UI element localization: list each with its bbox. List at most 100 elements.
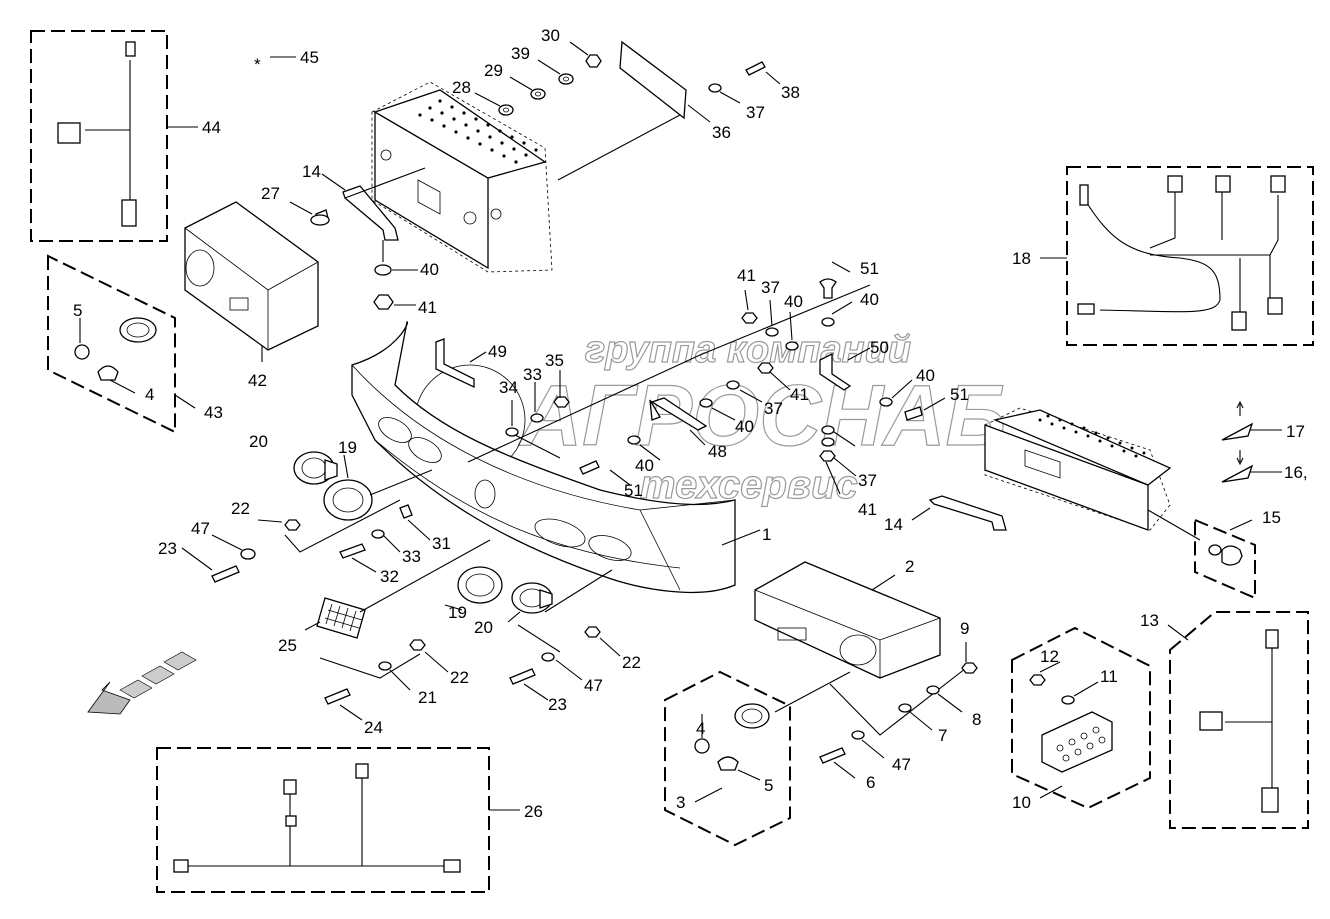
callout-7: 7	[938, 726, 947, 745]
lights-lower-left	[304, 539, 613, 679]
callout-4b: 4	[696, 719, 705, 738]
callout-51b: 51	[950, 385, 969, 404]
callout-23b: 23	[548, 695, 567, 714]
callout-51a: 51	[860, 259, 879, 278]
callout-2: 2	[905, 557, 914, 576]
plate-36	[619, 40, 687, 120]
callout-34: 34	[499, 378, 518, 397]
callout-33a: 33	[523, 365, 542, 384]
callout-37b: 37	[761, 278, 780, 297]
callout-13: 13	[1140, 611, 1159, 630]
connector-group-10	[1011, 626, 1151, 810]
hardware-center	[505, 261, 946, 495]
callout-11: 11	[1100, 667, 1118, 686]
callout-40d: 40	[735, 417, 754, 436]
hardware-right	[819, 642, 978, 779]
callout-6: 6	[866, 773, 875, 792]
hardware-top	[474, 41, 781, 123]
callout-23a: 23	[158, 539, 177, 558]
watermark-line-3: техсервис	[640, 463, 858, 507]
lights-upper-left	[284, 451, 433, 553]
bracket-48	[649, 397, 708, 446]
lamp-housing-2	[754, 561, 971, 736]
callout-15: 15	[1262, 508, 1281, 527]
bracket-14-top	[289, 167, 426, 310]
callout-26: 26	[524, 802, 543, 821]
callout-39: 39	[511, 44, 530, 63]
hardware-lower-center	[509, 626, 621, 701]
mounting-panel-right	[984, 407, 1201, 541]
watermark-line-2: АГРОСНАБ	[518, 368, 1006, 464]
harness-group-13	[1167, 611, 1309, 829]
harness-group-44	[30, 30, 198, 242]
callout-20a: 20	[249, 432, 268, 451]
callout-41d: 41	[858, 500, 877, 519]
bracket-50	[819, 347, 871, 391]
callout-41c: 41	[790, 385, 809, 404]
lamp-group-15	[1194, 518, 1256, 600]
callout-29: 29	[484, 61, 503, 80]
callout-27: 27	[261, 184, 280, 203]
callout-28: 28	[452, 78, 471, 97]
callout-51c: 51	[624, 481, 643, 500]
callout-40b: 40	[784, 292, 803, 311]
hardware-31-33	[339, 504, 431, 573]
harness-group-26	[156, 747, 520, 893]
callout-47a: 47	[191, 519, 210, 538]
callout-43: 43	[204, 403, 223, 422]
callout-5a: 5	[73, 301, 82, 320]
callout-45: 45	[300, 48, 319, 67]
callout-40e: 40	[916, 366, 935, 385]
bracket-14-right	[911, 495, 1007, 531]
callout-47c: 47	[892, 755, 911, 774]
callout-3: 3	[676, 793, 685, 812]
callout-35: 35	[545, 351, 564, 370]
callout-37d: 37	[858, 471, 877, 490]
hardware-lower-left	[324, 639, 449, 721]
symbols-16-17	[1221, 400, 1282, 483]
callout-22c: 22	[622, 653, 641, 672]
callout-22b: 22	[450, 668, 469, 687]
callout-17: 17	[1286, 422, 1305, 441]
callout-41b: 41	[737, 266, 756, 285]
callout-8: 8	[972, 710, 981, 729]
callout-30: 30	[541, 26, 560, 45]
callout-42: 42	[248, 371, 267, 390]
callout-40a: 40	[420, 260, 439, 279]
callout-18: 18	[1012, 249, 1031, 268]
callout-21: 21	[418, 688, 437, 707]
callout-38: 38	[781, 83, 800, 102]
callout-40f: 40	[635, 456, 654, 475]
hardware-left-upper	[181, 519, 301, 583]
callout-37a: 37	[746, 103, 765, 122]
callout-24: 24	[364, 718, 383, 737]
callout-22a: 22	[231, 499, 250, 518]
bumper-1	[351, 321, 761, 594]
callout-4a: 4	[145, 385, 154, 404]
callout-32: 32	[380, 567, 399, 586]
callout-33b: 33	[402, 547, 421, 566]
callout-36: 36	[712, 123, 731, 142]
callout-5b: 5	[764, 776, 773, 795]
callout-49: 49	[488, 342, 507, 361]
callout-40c: 40	[860, 290, 879, 309]
lamp-housing-42	[184, 201, 319, 362]
lamp-group-43	[47, 254, 196, 434]
callout-19a: 19	[338, 438, 357, 457]
callout-25: 25	[278, 636, 297, 655]
callout-12: 12	[1040, 647, 1059, 666]
callout-37c: 37	[764, 399, 783, 418]
mounting-panel-top	[371, 81, 681, 273]
asterisk-symbol: *	[254, 55, 261, 74]
callout-20b: 20	[474, 618, 493, 637]
callout-50: 50	[870, 338, 889, 357]
harness-group-18	[1040, 166, 1314, 346]
callout-47b: 47	[584, 676, 603, 695]
bracket-49	[435, 284, 871, 463]
callout-16: 16,	[1284, 463, 1308, 482]
callout-31: 31	[432, 534, 451, 553]
callout-19b: 19	[448, 603, 467, 622]
lamp-group-3	[664, 670, 791, 847]
callout-labels: 1 2 3 4 4 5 5 6 7 8 9 10 11 12 13 14 14 …	[73, 26, 1308, 821]
